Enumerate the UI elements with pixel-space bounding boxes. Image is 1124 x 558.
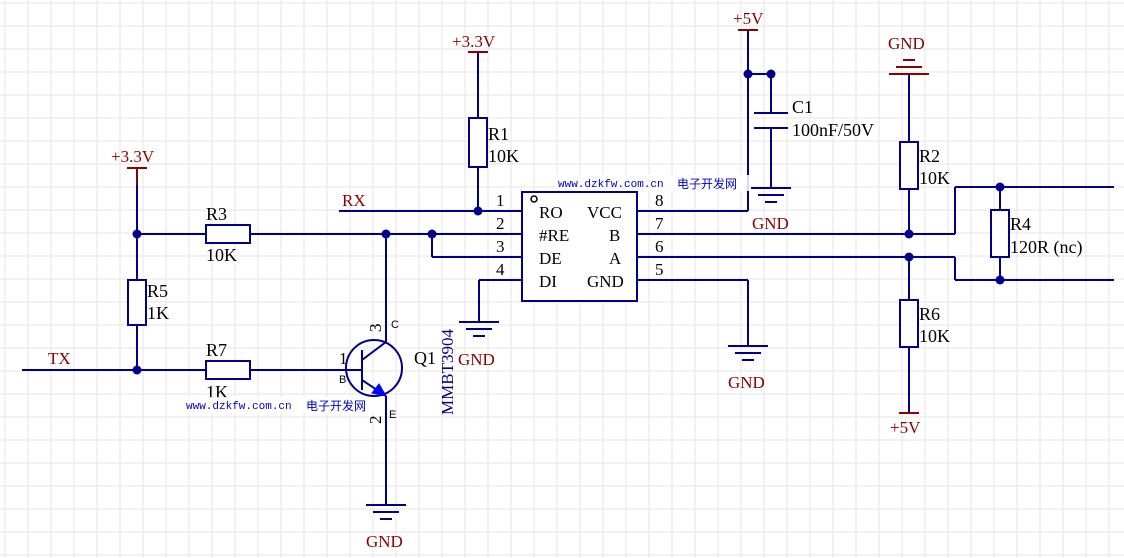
watermark-top: www.dzkfw.com.cn 电子开发网: [555, 175, 751, 191]
value-label: 1K: [147, 303, 169, 323]
ref-label: R2: [919, 146, 940, 166]
resistor-r1[interactable]: R1 10K: [468, 117, 519, 168]
junction-dot: [743, 69, 753, 79]
value-label: 10K: [919, 168, 950, 188]
ref-label: R1: [488, 124, 509, 144]
gnd-emitter: GND: [366, 504, 406, 551]
ref-label: R7: [206, 340, 227, 360]
power-label: +5V: [890, 418, 921, 437]
gnd-pin5: GND: [728, 345, 768, 392]
ref-label: R6: [919, 304, 940, 324]
ref-label: Q1: [414, 348, 436, 368]
resistor-r4[interactable]: R4 120R (nc): [990, 209, 1082, 258]
resistor-r3[interactable]: R3 10K: [205, 204, 251, 265]
junction-dot: [132, 229, 142, 239]
junction-dot: [904, 252, 914, 262]
power-label: +3.3V: [452, 32, 496, 51]
ref-label: R3: [206, 204, 227, 224]
power-5v-bottom: +5V: [890, 412, 921, 437]
resistor-r5[interactable]: R5 1K: [127, 279, 169, 326]
pin-name: B: [339, 374, 346, 386]
pin-number: 2: [366, 416, 385, 425]
net-label-tx: TX: [48, 349, 71, 368]
ic-pin-number: 1: [496, 191, 505, 210]
resistor-r7[interactable]: R7 1K: [205, 340, 251, 402]
pin1-marker-icon: [530, 195, 538, 203]
pin-number: 1: [339, 349, 348, 368]
resistor-r2[interactable]: R2 10K: [899, 141, 950, 190]
ic-pin-name: #RE: [539, 226, 569, 245]
junction-dot: [995, 182, 1005, 192]
watermark-url: www.dzkfw.com.cn: [558, 179, 664, 191]
emitter-arrow-icon: [371, 383, 388, 397]
value-label: 120R (nc): [1010, 237, 1082, 258]
value-label: 10K: [206, 245, 237, 265]
gnd-label: GND: [366, 532, 403, 551]
junction-dot: [766, 69, 776, 79]
wires: [22, 30, 1114, 505]
value-label: 10K: [488, 146, 519, 166]
ref-label: R4: [1010, 214, 1031, 234]
rs485-transceiver-ic[interactable]: 1 RO 2 #RE 3 DE 4 DI 8 VCC 7 B 6 A 5 GND: [478, 191, 664, 302]
gnd-di: GND: [458, 321, 499, 369]
capacitor-c1[interactable]: C1 100nF/50V: [754, 97, 874, 140]
watermark-cn: 电子开发网: [306, 398, 366, 413]
value-label: 100nF/50V: [792, 120, 874, 140]
ic-pin-name: B: [609, 226, 620, 245]
junctions: [132, 69, 1005, 375]
ic-pin-number: 7: [655, 214, 664, 233]
resistor-r6[interactable]: R6 10K: [899, 299, 950, 348]
ref-label: C1: [792, 97, 813, 117]
junction-dot: [132, 365, 142, 375]
junction-dot: [427, 229, 437, 239]
power-3v3-top: +3.3V: [452, 32, 496, 53]
ic-pin-name: RO: [539, 203, 563, 222]
junction-dot: [381, 229, 391, 239]
gnd-label: GND: [888, 34, 925, 53]
pin-name: E: [389, 409, 396, 421]
watermark-url: www.dzkfw.com.cn: [186, 401, 292, 413]
value-label: MMBT3904: [438, 329, 457, 415]
net-label-rx: RX: [342, 191, 366, 210]
gnd-label: GND: [458, 350, 495, 369]
pin-name: C: [391, 319, 399, 331]
ic-pin-name: DE: [539, 249, 562, 268]
ref-label: R5: [147, 281, 168, 301]
ic-pin-name: GND: [587, 272, 624, 291]
ic-pin-number: 6: [655, 237, 664, 256]
power-label: +5V: [733, 9, 764, 28]
power-3v3-left: +3.3V: [111, 147, 155, 185]
power-label: +3.3V: [111, 147, 155, 166]
ic-pin-name: VCC: [587, 203, 622, 222]
watermark-bottom: www.dzkfw.com.cn 电子开发网: [183, 397, 379, 413]
ic-pin-number: 5: [655, 260, 664, 279]
ic-pin-number: 8: [655, 191, 664, 210]
ic-pin-number: 3: [496, 237, 505, 256]
ic-pin-name: DI: [539, 272, 557, 291]
value-label: 10K: [919, 326, 950, 346]
ic-pin-number: 2: [496, 214, 505, 233]
gnd-label: GND: [752, 214, 789, 233]
transistor-q1[interactable]: 1 B 3 C 2 E Q1 MMBT3904: [339, 318, 457, 424]
power-5v-top: +5V: [733, 9, 764, 31]
gnd-top-inverted: GND: [888, 34, 929, 75]
junction-dot: [995, 275, 1005, 285]
pin-number: 3: [366, 324, 385, 333]
ic-pin-name: A: [609, 249, 622, 268]
gnd-c1: GND: [751, 187, 791, 233]
watermark-cn: 电子开发网: [677, 176, 737, 191]
junction-dot: [904, 229, 914, 239]
ic-pin-number: 4: [496, 260, 505, 279]
gnd-label: GND: [728, 373, 765, 392]
